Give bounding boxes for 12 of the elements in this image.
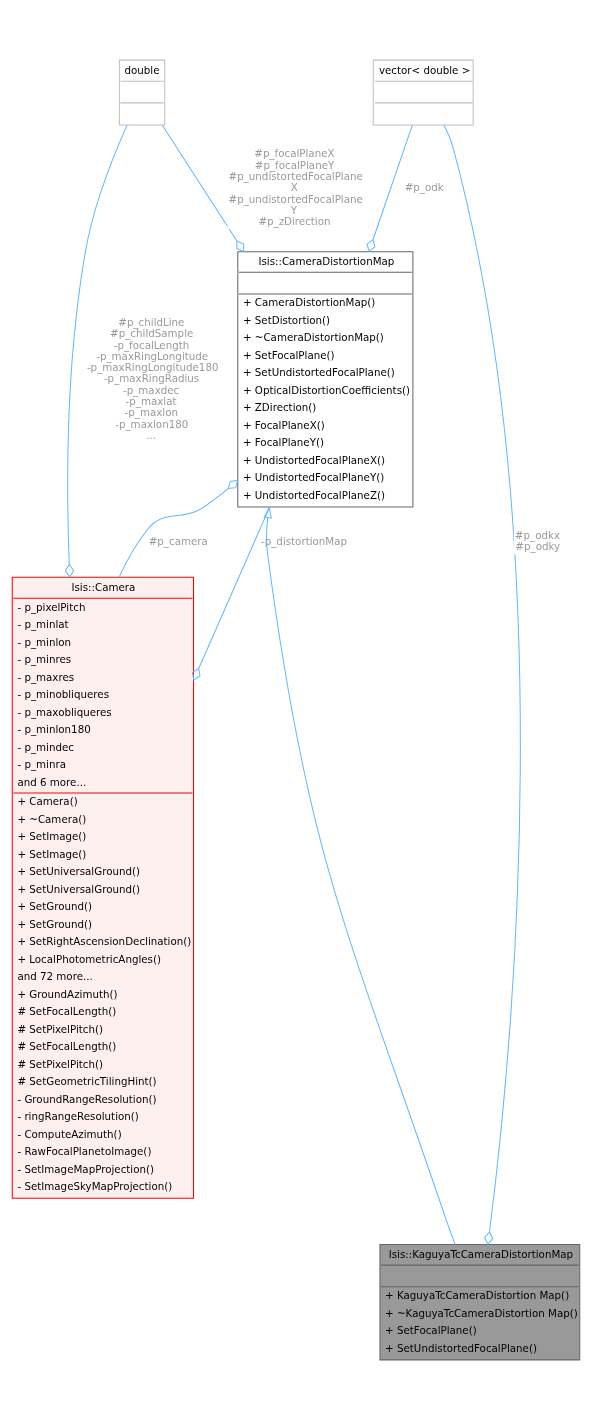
arrow: [263, 505, 456, 1245]
connector: [443, 124, 521, 1246]
edge-label: #p_focalPlaneX #p_focalPlaneY #p_undistortedFocalPlane X #p_undistortedFocalPlane Y #p_zDirection: [228, 147, 363, 228]
connector: [366, 124, 413, 253]
connector: [118, 479, 239, 578]
edge-label: #p_odk: [404, 181, 444, 194]
edge-label: #p_odkx #p_odky: [514, 529, 561, 553]
connector: [191, 506, 271, 681]
connector: [161, 124, 245, 253]
connector: [64, 124, 128, 578]
edge-label: #p_childLine #p_childSample -p_focalLength -p_maxRingLongitude -p_maxRingLongitude180 -p_maxRingRadius -p_maxdec -p_maxlat -p_maxlon -p_maxlon180 ...: [86, 315, 219, 442]
edge-label: #p_camera: [148, 535, 208, 548]
